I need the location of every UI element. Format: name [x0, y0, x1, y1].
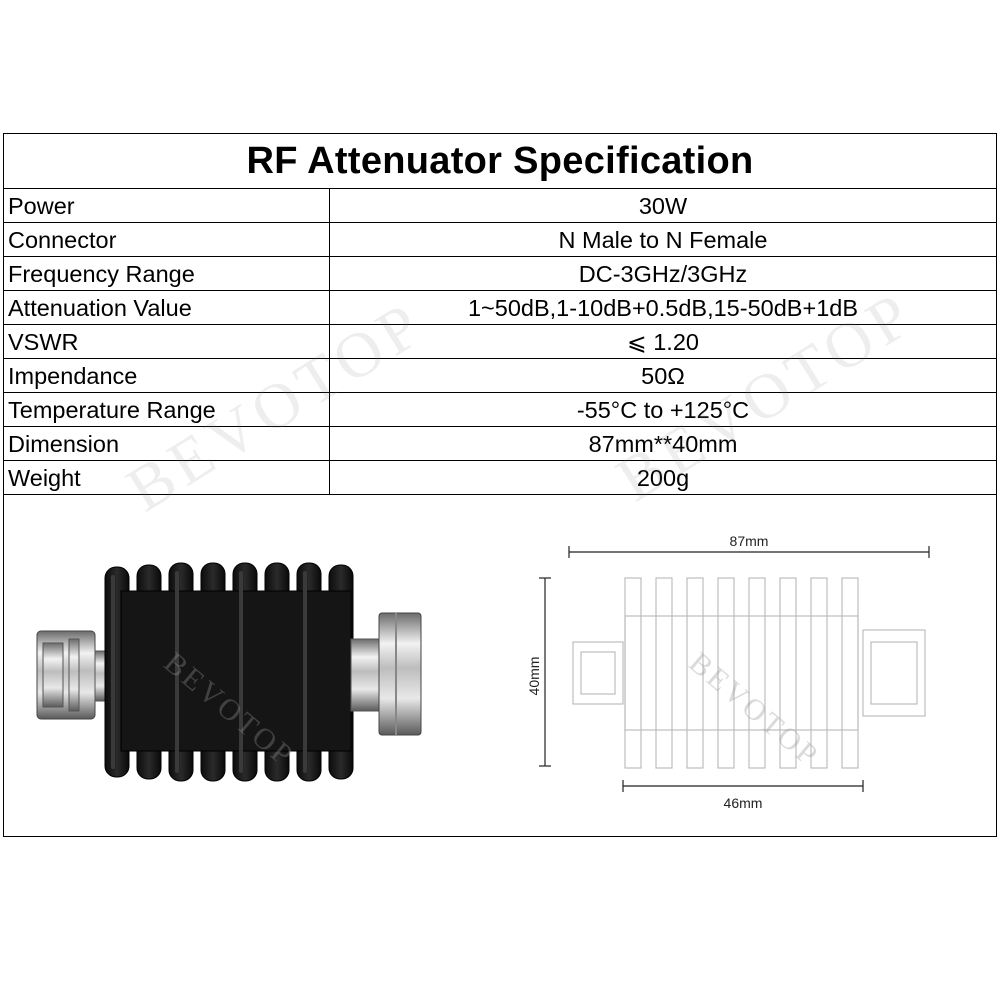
- spec-label: Dimension: [4, 427, 330, 460]
- body-dimension-label: 46mm: [724, 795, 763, 811]
- spec-label: Weight: [4, 461, 330, 494]
- spec-value: -55°C to +125°C: [576, 397, 750, 423]
- length-dimension-label: 87mm: [730, 533, 769, 549]
- height-dimension-label: 40mm: [529, 657, 542, 696]
- spec-value: 200g: [636, 465, 690, 491]
- spec-row-connector: Connector N Male to N Female: [4, 223, 996, 257]
- spec-value: ⩽ 1.20: [627, 329, 699, 355]
- spec-value: 1~50dB,1-10dB+0.5dB,15-50dB+1dB: [467, 295, 859, 321]
- spec-value: 30W: [638, 193, 688, 219]
- spec-row-power: Power 30W: [4, 189, 996, 223]
- product-images: 87mm 40mm 46mm BEVOTOP BEVOTOP: [4, 496, 995, 836]
- dimension-drawing: 87mm 40mm 46mm: [529, 533, 930, 811]
- spec-row-vswr: VSWR ⩽ 1.20: [4, 325, 996, 359]
- spec-sheet: RF Attenuator Specification Power 30W Co…: [3, 133, 997, 837]
- spec-label: Impendance: [4, 359, 330, 392]
- spec-row-weight: Weight 200g: [4, 461, 996, 495]
- spec-label: Attenuation Value: [4, 291, 330, 324]
- spec-value: 87mm**40mm: [588, 431, 738, 457]
- spec-row-attenuation: Attenuation Value 1~50dB,1-10dB+0.5dB,15…: [4, 291, 996, 325]
- attenuator-photo: [36, 562, 422, 782]
- spec-row-frequency: Frequency Range DC-3GHz/3GHz: [4, 257, 996, 291]
- spec-value: DC-3GHz/3GHz: [578, 261, 748, 287]
- spec-label: Temperature Range: [4, 393, 330, 426]
- spec-label: Connector: [4, 223, 330, 256]
- spec-label: Power: [4, 189, 330, 222]
- spec-label: VSWR: [4, 325, 330, 358]
- spec-row-dimension: Dimension 87mm**40mm: [4, 427, 996, 461]
- spec-label: Frequency Range: [4, 257, 330, 290]
- spec-row-temperature: Temperature Range -55°C to +125°C: [4, 393, 996, 427]
- spec-value: 50Ω: [641, 363, 685, 389]
- spec-value: N Male to N Female: [558, 227, 768, 253]
- page-title: RF Attenuator Specification: [4, 134, 996, 189]
- spec-row-impedance: Impendance 50Ω: [4, 359, 996, 393]
